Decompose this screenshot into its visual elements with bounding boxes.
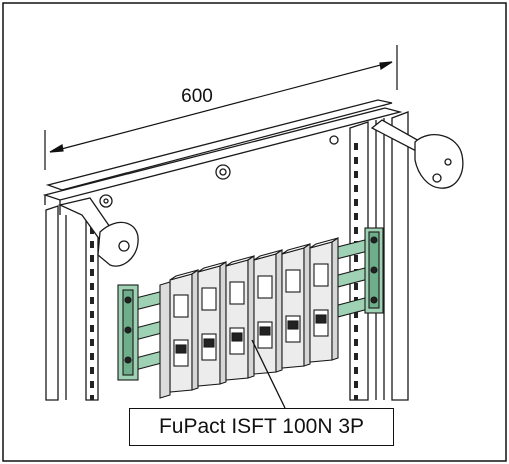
right-hinge-arm — [370, 119, 464, 189]
dimension-line — [44, 45, 398, 170]
breaker-5 — [281, 242, 311, 369]
left-upright — [45, 205, 99, 401]
breaker-base — [159, 281, 171, 399]
top-frame — [42, 99, 403, 215]
breaker-3 — [225, 254, 255, 381]
width-dimension-label: 600 — [181, 86, 213, 107]
breaker-1 — [169, 268, 199, 393]
breaker-4 — [253, 248, 283, 375]
part-callout-label: FuPact ISFT 100N 3P — [129, 408, 394, 446]
left-handle-bracket — [57, 197, 139, 267]
breaker-row — [159, 236, 339, 399]
callout-leader — [251, 339, 286, 409]
breaker-6 — [309, 236, 339, 363]
breaker-2 — [197, 260, 227, 387]
